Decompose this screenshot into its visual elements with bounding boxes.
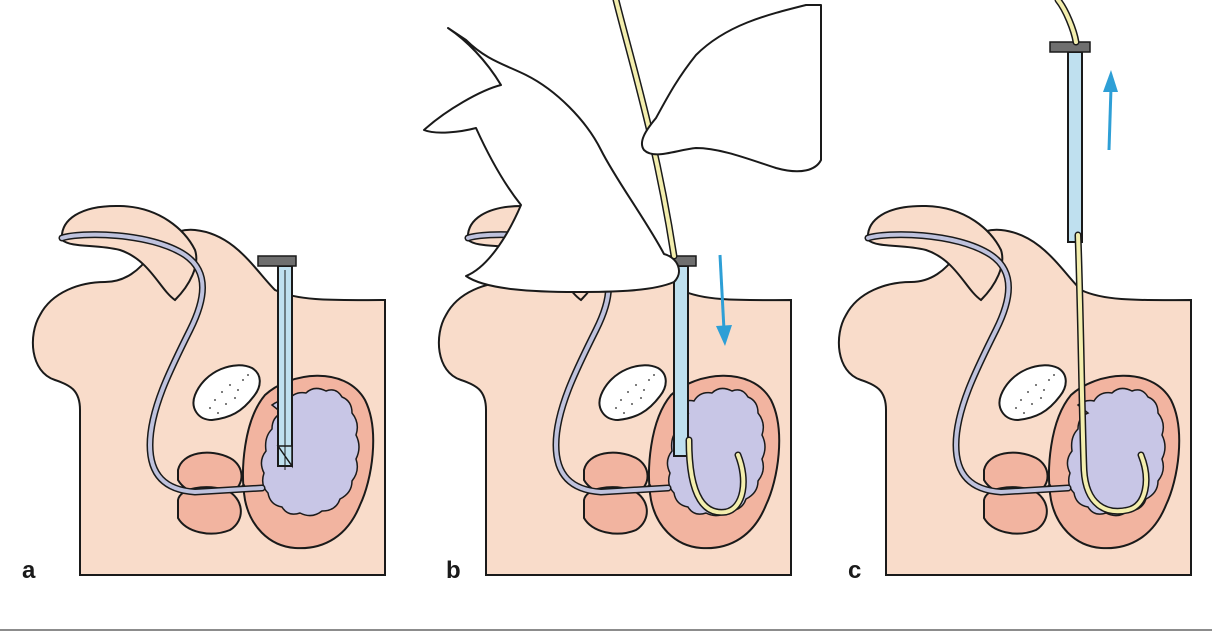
panel-a: a <box>22 206 385 584</box>
gloved-hand-left <box>424 28 679 292</box>
panel-label-c: c <box>848 557 861 584</box>
gloved-hand-right <box>642 5 821 171</box>
arrow-up-icon <box>1103 70 1118 150</box>
trocar <box>1050 42 1090 242</box>
panel-label-b: b <box>446 557 461 584</box>
panel-label-a: a <box>22 557 36 584</box>
panel-c: c <box>839 0 1191 584</box>
panel-b: b <box>424 0 821 584</box>
